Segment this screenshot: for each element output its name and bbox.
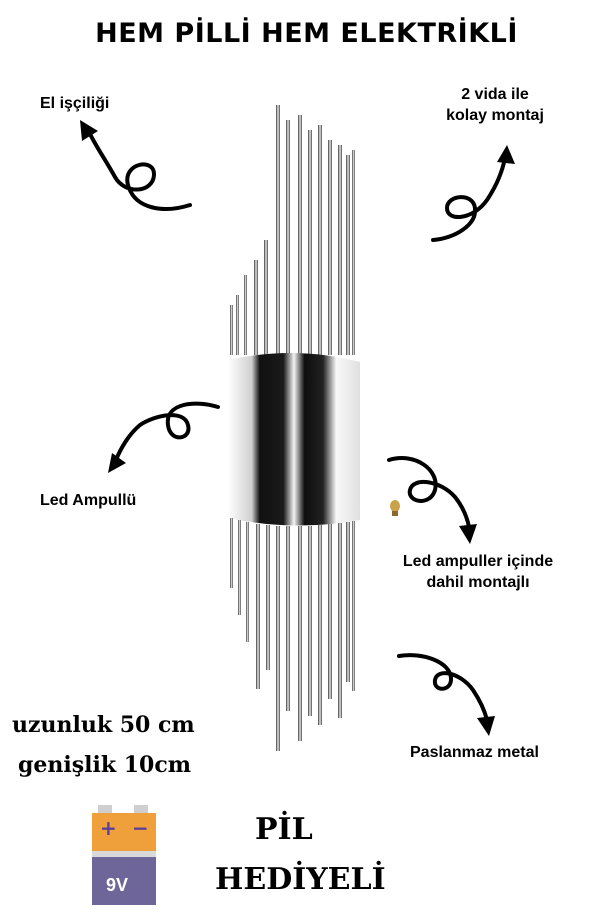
- lamp-chrome-band: [228, 352, 360, 526]
- curly-arrow-icon: [387, 456, 477, 544]
- battery-terminal-minus: [134, 805, 148, 813]
- battery-9v-icon: + − 9V: [92, 805, 156, 905]
- curly-arrow-icon: [397, 653, 495, 736]
- label-stainless: Paslanmaz metal: [410, 744, 539, 761]
- label-led-included-line2: dahil montajlı: [426, 574, 530, 591]
- label-led-bulb: Led Ampullü: [40, 492, 137, 509]
- lamp-rods-top: [230, 105, 355, 355]
- battery-minus-sign: −: [132, 816, 149, 840]
- curly-arrow-icon: [80, 120, 192, 211]
- battery-band: [92, 851, 156, 857]
- label-led-included: Led ampuller içinde dahil montajlı: [378, 551, 578, 593]
- curly-arrow-icon: [108, 401, 220, 473]
- dimension-width: genişlik 10cm: [18, 752, 192, 778]
- battery-bottom: [92, 857, 156, 905]
- wall-lamp-image: [228, 105, 360, 751]
- label-mounting: 2 vida ile kolay montaj: [420, 84, 570, 126]
- battery-top: [92, 813, 156, 851]
- battery-gift-line1: PİL: [255, 812, 313, 847]
- label-mounting-line2: kolay montaj: [446, 107, 544, 124]
- label-led-included-line1: Led ampuller içinde: [402, 553, 554, 570]
- battery-gift-line2: HEDİYELİ: [215, 862, 386, 897]
- battery-plus-sign: +: [100, 816, 117, 840]
- label-mounting-line1: 2 vida ile: [461, 86, 529, 103]
- dimension-length: uzunluk 50 cm: [12, 712, 195, 738]
- page-title: HEM PİLLİ HEM ELEKTRİKLİ: [95, 18, 518, 49]
- lamp-rods-bottom: [230, 518, 355, 751]
- battery-voltage: 9V: [106, 875, 129, 895]
- curly-arrow-icon: [431, 145, 515, 242]
- battery-terminal-plus: [98, 805, 112, 813]
- label-handcraft: El işçiliği: [40, 95, 110, 112]
- led-bulb-icon: [390, 500, 400, 516]
